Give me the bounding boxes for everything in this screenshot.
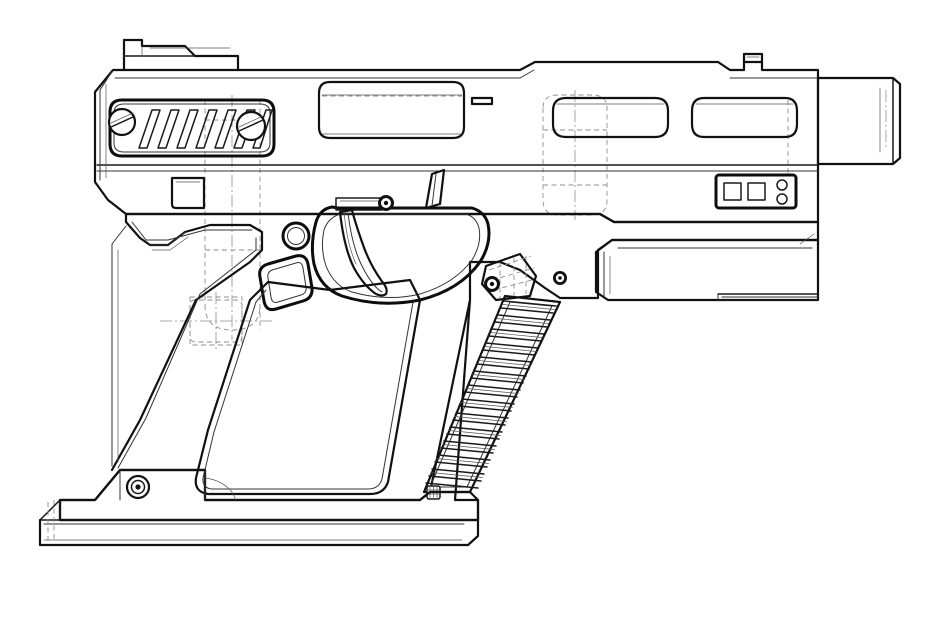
control-panel[interactable]	[714, 173, 798, 210]
lightening-cut-2	[690, 96, 799, 139]
trigger-pin	[378, 195, 394, 211]
magwell	[422, 294, 562, 494]
control-panel-indicator-1	[776, 179, 788, 191]
slide	[93, 60, 820, 224]
serration-screw-front	[235, 110, 267, 142]
lightening-cut-1	[551, 96, 670, 139]
mag-baseplate	[38, 468, 480, 547]
serration-screw-rear	[107, 107, 137, 137]
extractor-slot	[470, 96, 494, 106]
grip-panel	[194, 278, 422, 496]
magwell-serration-lines	[425, 300, 557, 489]
safety-lever[interactable]	[424, 168, 446, 210]
control-panel-indicator-2	[776, 193, 788, 205]
grip-screw	[125, 474, 151, 500]
slide-stop-pin	[553, 271, 567, 285]
trigger[interactable]	[338, 208, 388, 297]
beavertail	[149, 231, 189, 251]
trigger-guard	[310, 205, 491, 305]
ejection-port	[317, 80, 466, 140]
frame-detail-block	[170, 176, 206, 210]
takedown-pin	[281, 221, 311, 251]
slide-stop-lever[interactable]	[480, 252, 538, 302]
control-panel-square-button-2[interactable]	[747, 182, 766, 201]
rear-sight	[122, 38, 240, 72]
compensator	[816, 76, 902, 166]
rail-slot	[717, 293, 819, 301]
rear-serrations	[108, 98, 276, 158]
control-panel-square-button-1[interactable]	[723, 182, 742, 201]
mag-release[interactable]	[258, 254, 314, 312]
dust-cover	[594, 233, 820, 302]
trigger-guard-bracket	[335, 197, 383, 211]
front-sight	[742, 52, 764, 64]
